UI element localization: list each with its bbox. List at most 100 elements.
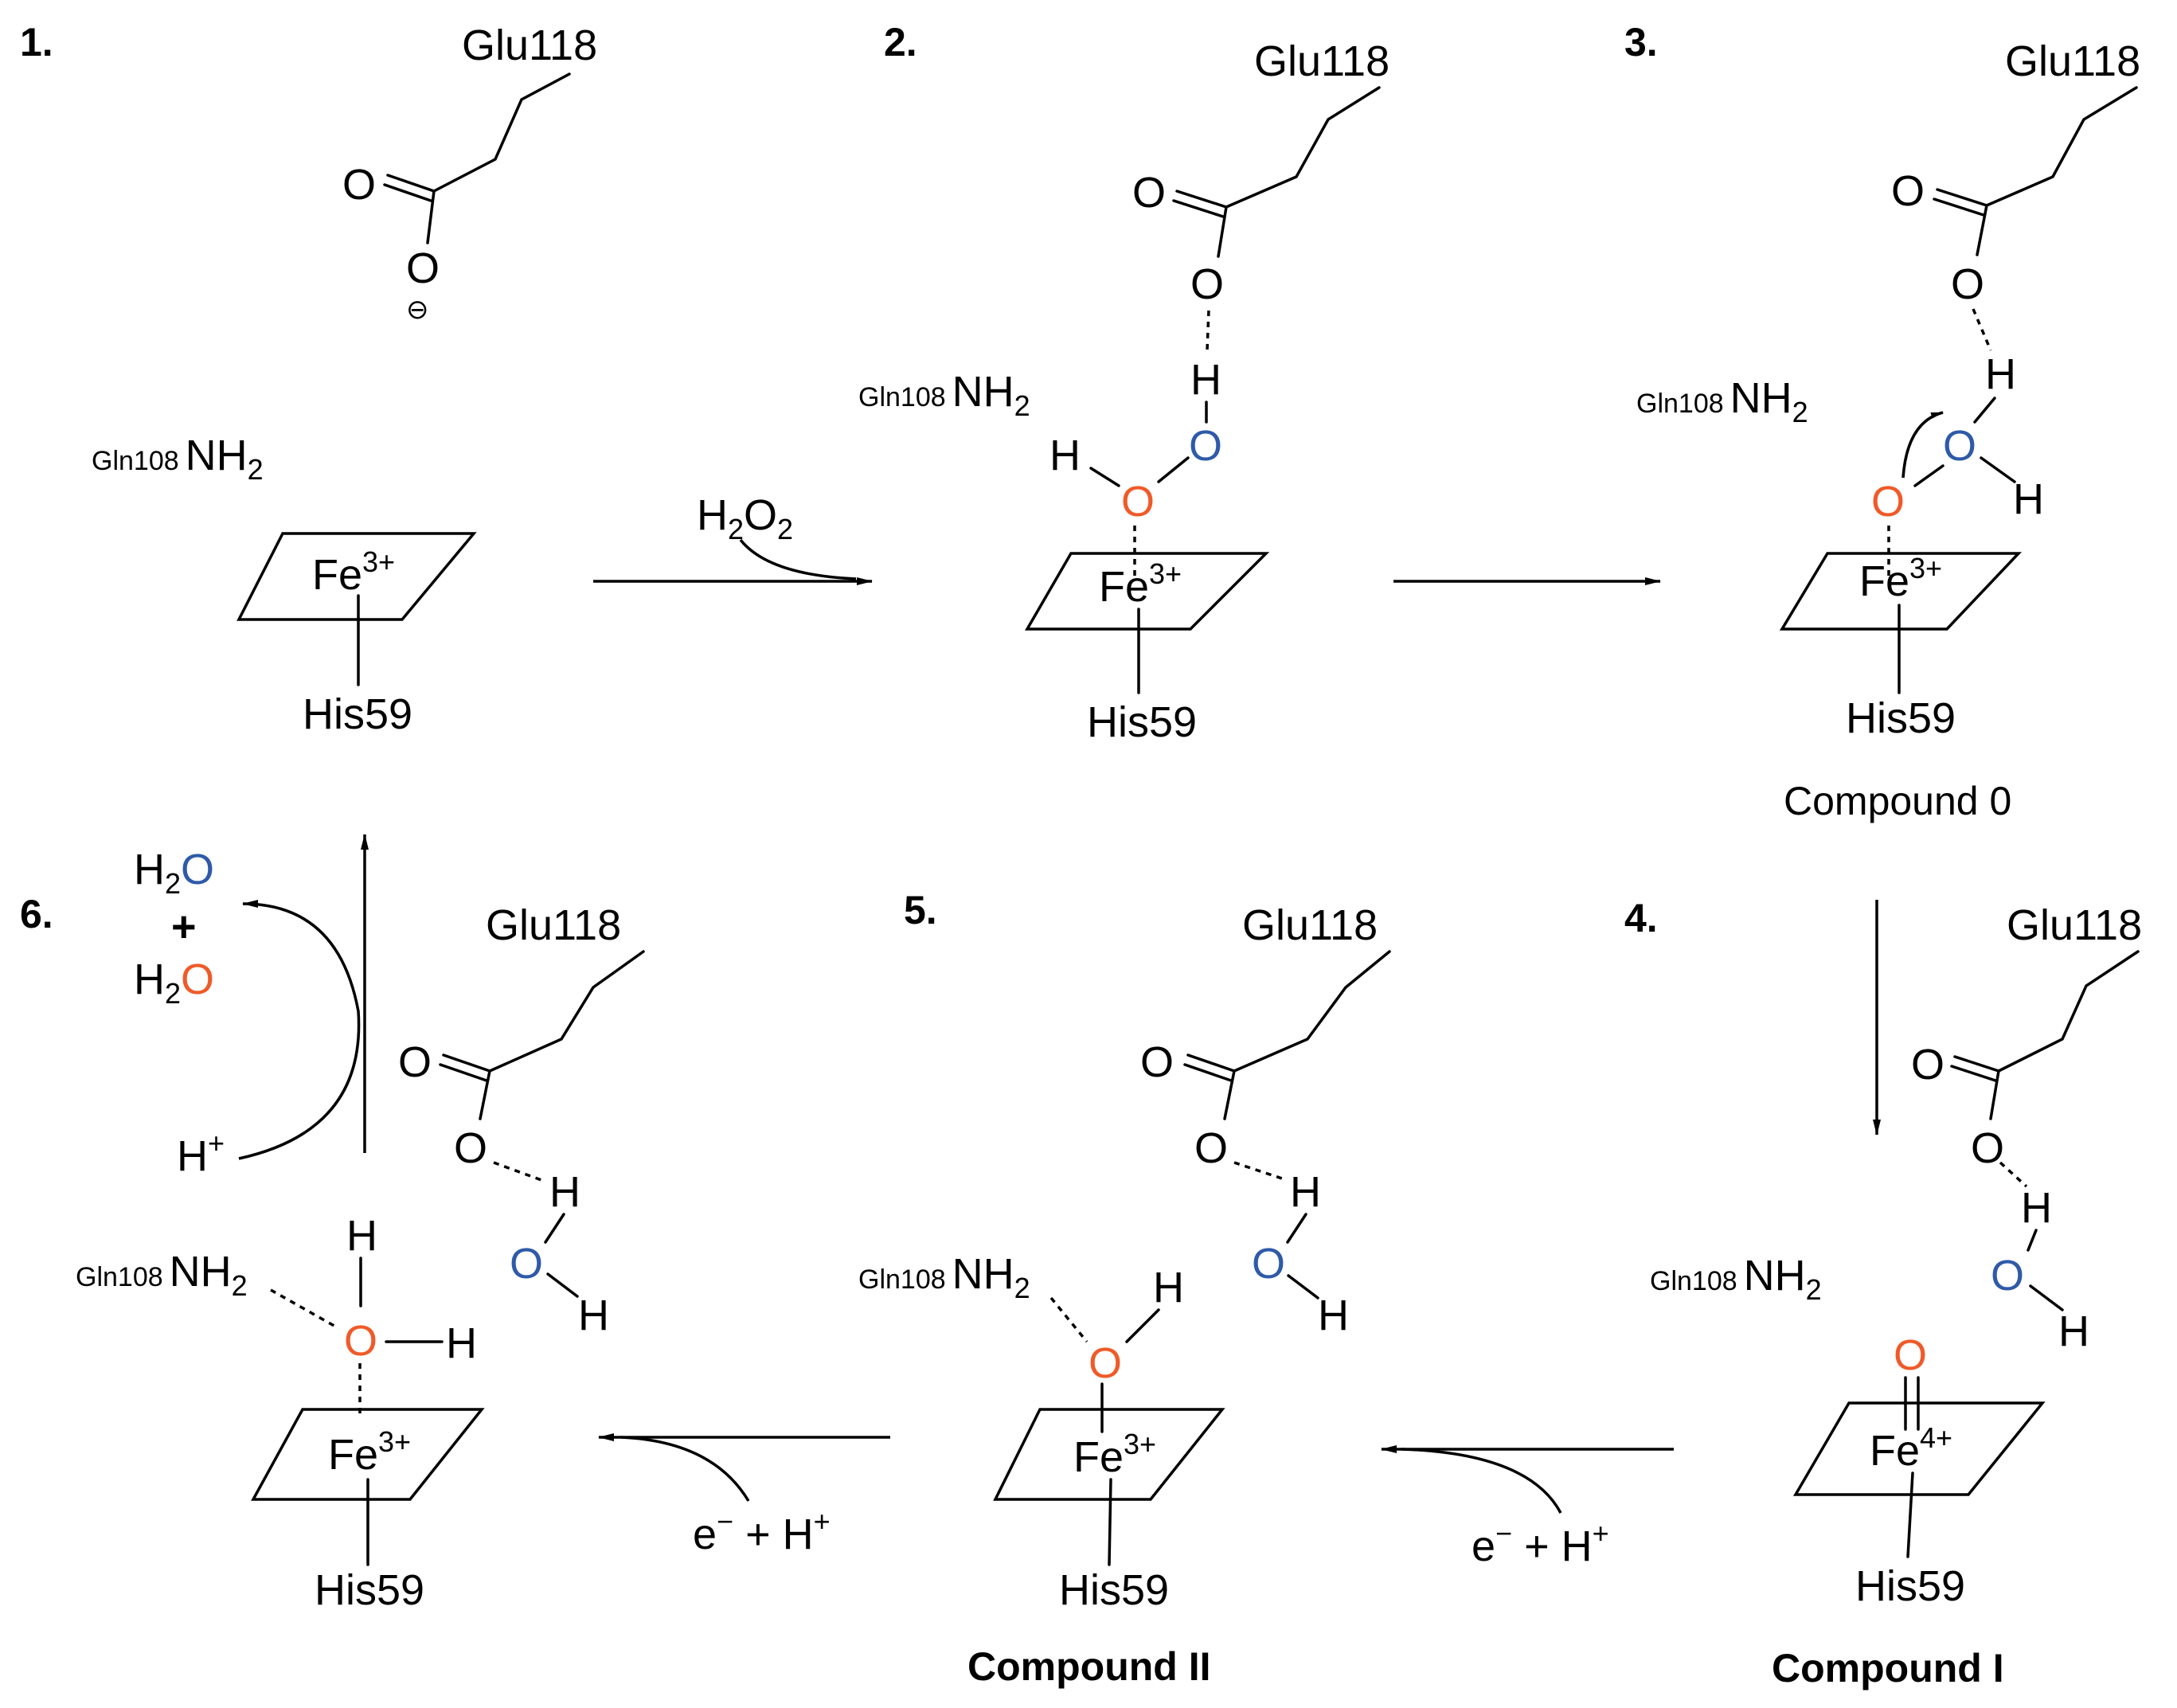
compound-ii-label: Compound II <box>967 1644 1211 1689</box>
peroxide-h: H <box>1190 356 1221 404</box>
his-bond <box>1906 1472 1914 1558</box>
his59-label: His59 <box>1855 1562 1965 1610</box>
glu118-label: Glu118 <box>2007 901 2142 949</box>
h2o2-reagent: H2O2 <box>697 491 793 545</box>
h-o-bond <box>1089 467 1120 487</box>
heme-plane <box>1792 1401 2046 1496</box>
oh-bond-2 <box>1287 1274 1319 1300</box>
reagent-curve <box>620 1436 750 1502</box>
water-h2: H <box>1318 1292 1349 1339</box>
carboxyl-bond <box>1976 204 1988 256</box>
water-h: H <box>1290 1168 1321 1216</box>
fe-ion: Fe3+ <box>1099 557 1182 611</box>
carbonyl-o: O <box>1140 1038 1174 1086</box>
carbonyl-bond <box>1172 190 1228 218</box>
carbonyl-bond <box>439 1053 491 1082</box>
water-h-right: H <box>446 1319 477 1367</box>
glu118-label: Glu118 <box>462 21 597 69</box>
water-o-blue: O <box>1991 1252 2024 1300</box>
his59-label: His59 <box>303 690 412 738</box>
fe-ion: Fe3+ <box>1859 552 1942 605</box>
peroxide-h2: H <box>2013 475 2044 523</box>
hydrogen-bond <box>1999 1161 2028 1188</box>
compound-i-label: Compound I <box>1772 1646 2004 1690</box>
step-3-label: 3. <box>1624 20 1658 64</box>
fe-ion: Fe3+ <box>1073 1428 1156 1481</box>
his59-label: His59 <box>1846 694 1956 742</box>
heme-plane <box>993 1408 1225 1501</box>
heme-plane <box>1779 552 2023 631</box>
heme-plane <box>1024 552 1270 631</box>
step-6-label: 6. <box>20 892 53 936</box>
carboxyl-bond <box>1217 205 1228 258</box>
carbonyl-bond <box>1933 188 1988 217</box>
oh-bond-2 <box>1980 456 2016 483</box>
arrow-4-to-5: e− + H+ <box>1381 1445 1674 1570</box>
oxo-o: O <box>1894 1331 1927 1379</box>
water-h: H <box>2021 1184 2052 1232</box>
step-1-label: 1. <box>20 20 53 64</box>
reagent-curve <box>739 538 857 580</box>
glu-chain <box>432 72 571 193</box>
electron-proton-reagent: e− + H+ <box>1472 1517 1609 1570</box>
carbonyl-bond <box>1183 1053 1236 1082</box>
glu118-label: Glu118 <box>486 901 621 949</box>
carbonyl-o: O <box>1891 167 1925 215</box>
arrow-1-to-2: H2O2 <box>593 491 873 585</box>
plus-sign: + <box>171 903 197 951</box>
water-h2: H <box>2058 1307 2089 1355</box>
carboxyl-o: O <box>1971 1124 2004 1172</box>
carbonyl-o: O <box>398 1038 432 1086</box>
water-h: H <box>549 1168 580 1216</box>
peroxide-o-red: O <box>1121 478 1155 526</box>
glu-chain <box>1225 86 1381 209</box>
oo-bond <box>1157 456 1190 483</box>
carbonyl-o: O <box>1132 169 1166 217</box>
compound-0-label: Compound 0 <box>1784 779 2011 823</box>
fe-ion: Fe3+ <box>312 545 395 599</box>
proton-label: H+ <box>177 1127 225 1180</box>
carboxyl-o: O <box>454 1124 487 1172</box>
oh-bond <box>1286 1213 1307 1244</box>
glu-chain <box>1233 950 1391 1073</box>
step-5-label: 5. <box>904 888 937 932</box>
carbonyl-o: O <box>342 161 376 209</box>
carboxylate-o: O <box>406 244 440 292</box>
water-o-blue: O <box>1252 1240 1285 1288</box>
hydrogen-bond <box>1972 308 1992 351</box>
carboxyl-bond <box>1989 1069 2000 1120</box>
his59-label: His59 <box>1087 698 1197 746</box>
gln-hydrogen-bond <box>270 1288 339 1330</box>
his-bond <box>1108 1478 1112 1566</box>
hydrogen-bond <box>493 1161 542 1182</box>
carboxylate-bond <box>426 190 436 244</box>
water-h2: H <box>578 1292 609 1339</box>
water-o-red: O <box>344 1317 377 1365</box>
oh-bond-2 <box>2029 1284 2064 1311</box>
reagent-curve <box>1401 1448 1562 1514</box>
oh-bond-2 <box>546 1272 579 1298</box>
his59-label: His59 <box>1059 1566 1169 1614</box>
electron-push-arrow <box>1901 411 1944 479</box>
negative-charge: ⊖ <box>406 295 429 325</box>
oo-bond <box>1913 464 1944 487</box>
peroxide-h2: H <box>1049 432 1081 479</box>
gln-hydrogen-bond <box>1049 1296 1088 1343</box>
carboxyl-o: O <box>1190 260 1224 308</box>
hydrogen-bond <box>1206 310 1210 351</box>
glu-chain <box>488 950 645 1073</box>
hydroxo-o: O <box>1088 1339 1122 1387</box>
glu118-label: Glu118 <box>1242 901 1378 949</box>
arrow-5-to-6: e− + H+ <box>598 1433 890 1558</box>
water-o-blue: O <box>510 1240 543 1288</box>
carboxyl-o: O <box>1951 260 1984 308</box>
oh-bond <box>1973 397 1996 424</box>
